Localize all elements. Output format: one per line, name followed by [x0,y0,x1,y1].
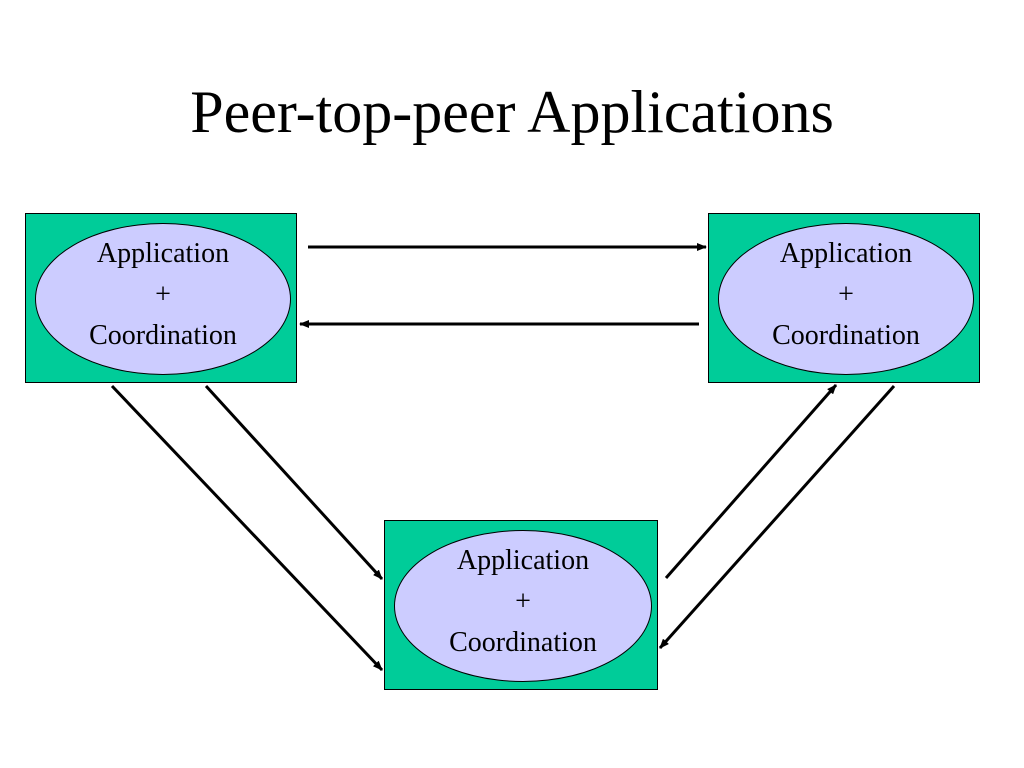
peer-ellipse-left: Application + Coordination [35,223,291,375]
peer-box-right: Application + Coordination [708,213,980,383]
arrow-right-to-bottom [658,385,896,649]
peer-ellipse-bottom: Application + Coordination [394,530,652,682]
arrow-bottom-to-right [664,384,838,579]
peer-box-left: Application + Coordination [25,213,297,383]
peer-label-line2: + [838,278,854,310]
peer-label-line3: Coordination [449,626,597,658]
peer-label-line1: Application [779,237,913,269]
slide-title: Peer-top-peer Applications [190,79,834,145]
peer-box-bottom: Application + Coordination [384,520,658,690]
arrow-left-to-bottom-inner [204,384,384,581]
peer-label-right: Application + Coordination [772,233,920,356]
peer-label-line3: Coordination [89,319,237,351]
peer-ellipse-right: Application + Coordination [718,223,974,375]
arrow-left-to-bottom-outer [110,384,384,672]
peer-label-line2: + [515,585,531,617]
peer-label-line1: Application [456,544,590,576]
peer-label-line3: Coordination [772,319,920,351]
peer-label-left: Application + Coordination [89,233,237,356]
peer-label-bottom: Application + Coordination [449,540,597,663]
peer-label-line1: Application [96,237,230,269]
peer-label-line2: + [155,278,171,310]
